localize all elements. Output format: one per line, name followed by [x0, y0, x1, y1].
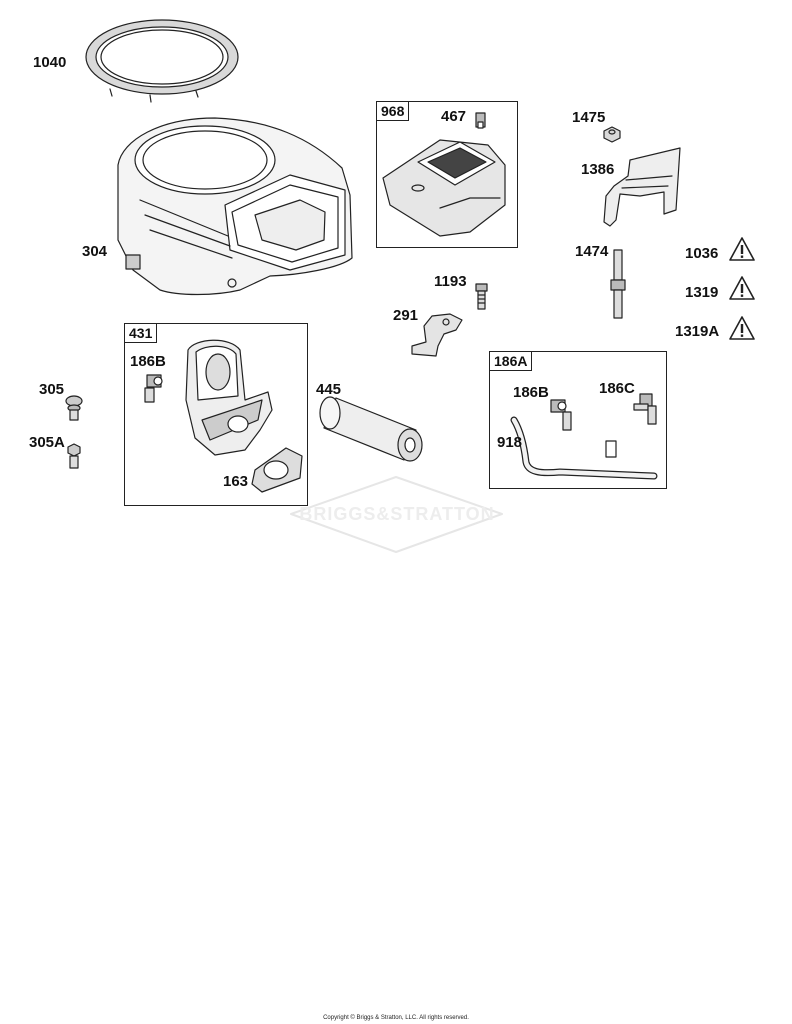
- clip-part-467: [475, 112, 486, 129]
- air-cleaner-base-part-431: [185, 339, 273, 456]
- bolt-part-1193: [475, 283, 488, 310]
- part-label-1319A: 1319A: [675, 323, 720, 340]
- bracket-part-291: [411, 313, 463, 357]
- part-label-163: 163: [223, 473, 249, 490]
- part-label-1036: 1036: [685, 245, 719, 262]
- part-label-918: 918: [497, 434, 523, 451]
- kit-box-968: 968: [376, 101, 518, 248]
- ring-part-1040: [85, 19, 239, 103]
- nut-part-1475: [603, 126, 621, 143]
- kit-box-968-label: 968: [376, 101, 410, 121]
- part-label-186B: 186B: [130, 353, 166, 370]
- part-label-304: 304: [82, 243, 108, 260]
- bracket-part-1386: [603, 147, 681, 227]
- kit-box-186A: 186A: [489, 351, 667, 489]
- part-label-186B-right: 186B: [513, 384, 549, 401]
- part-label-467: 467: [441, 108, 467, 125]
- kit-box-186A-label: 186A: [489, 351, 533, 371]
- filter-part-445: [319, 396, 423, 462]
- screw-part-305A: [67, 443, 81, 469]
- kit-box-431-label: 431: [124, 323, 158, 343]
- part-label-291: 291: [393, 307, 419, 324]
- warning-triangle-icon: [729, 276, 755, 300]
- hose-part-918: [510, 416, 658, 480]
- gasket-part-163: [251, 447, 303, 493]
- copyright-notice: Copyright © Briggs & Stratton, LLC. All …: [323, 1015, 469, 1021]
- brand-watermark: BRIGGS&STRATTON: [299, 504, 495, 524]
- part-label-305A: 305A: [29, 434, 65, 451]
- part-label-1319: 1319: [685, 284, 719, 301]
- fitting-part-186B-right: [550, 399, 572, 431]
- part-label-1475: 1475: [572, 109, 606, 126]
- kit-box-431: 431: [124, 323, 308, 506]
- fitting-part-186C: [633, 393, 657, 425]
- screw-part-305: [65, 395, 83, 421]
- part-label-1040: 1040: [33, 54, 67, 71]
- part-label-1193: 1193: [434, 273, 467, 290]
- fitting-part-186B: [144, 374, 163, 403]
- cover-part-968: [382, 139, 506, 237]
- part-label-1474: 1474: [575, 243, 609, 260]
- part-label-1386: 1386: [581, 161, 615, 178]
- part-label-305: 305: [39, 381, 65, 398]
- part-label-445: 445: [316, 381, 342, 398]
- warning-triangle-icon: [729, 316, 755, 340]
- part-label-186C: 186C: [599, 380, 635, 397]
- stud-part-1474: [610, 249, 626, 319]
- warning-triangle-icon: [729, 237, 755, 261]
- blower-housing-part-304: [117, 117, 353, 296]
